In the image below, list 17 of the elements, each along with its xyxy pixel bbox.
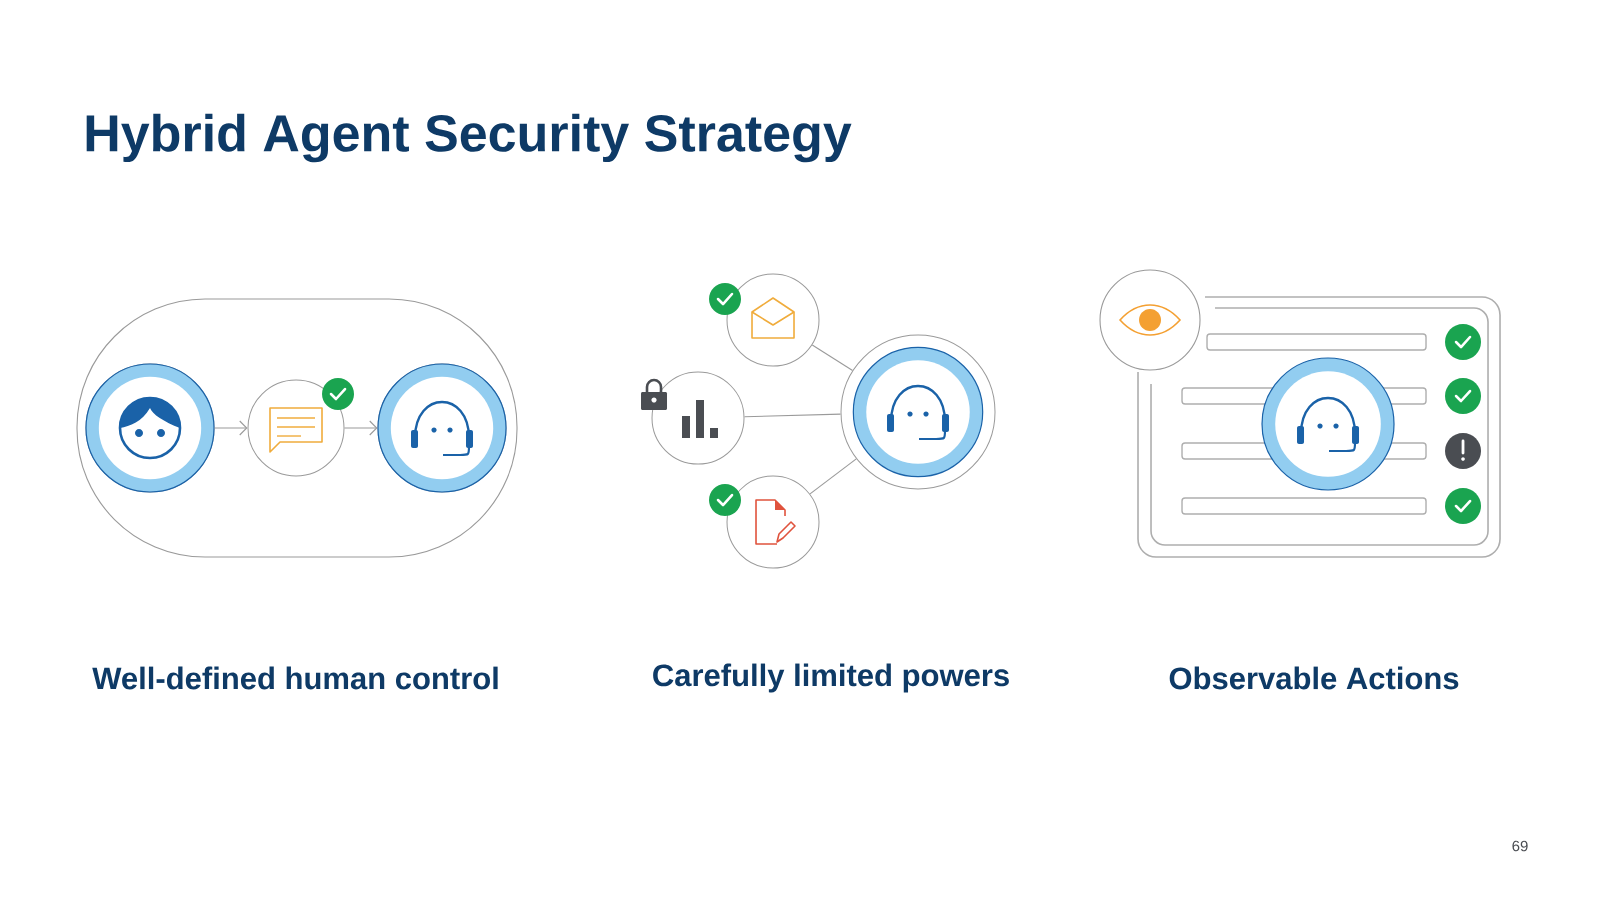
connector-line	[743, 413, 842, 418]
agent-circle	[377, 363, 507, 493]
caption: Observable Actions	[1169, 666, 1459, 690]
agent-circle	[840, 334, 996, 490]
arrow	[213, 420, 248, 436]
chart-circle	[651, 371, 745, 465]
connector-line	[809, 458, 857, 495]
title: Hybrid Agent Security Strategy	[86, 113, 852, 163]
person-circle	[85, 363, 215, 493]
page-number: 69	[1512, 840, 1528, 852]
arrow	[343, 420, 378, 436]
connector-line	[811, 344, 854, 372]
document-circle	[726, 475, 820, 569]
message-circle	[247, 379, 345, 477]
caption: Carefully limited powers	[653, 663, 1009, 693]
email-circle	[726, 273, 820, 367]
caption: Well-defined human control	[92, 666, 498, 690]
